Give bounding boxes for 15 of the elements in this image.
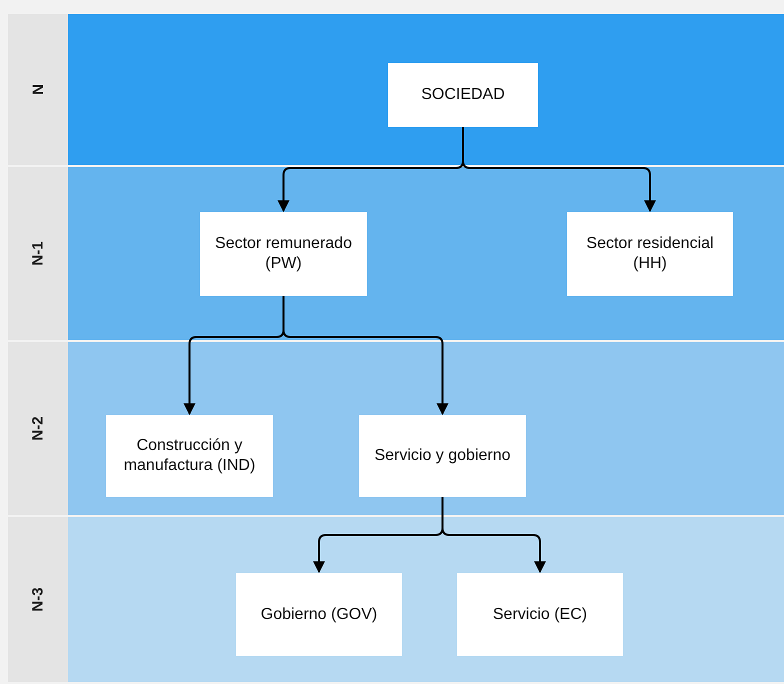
level-band	[8, 167, 784, 340]
process-box: Sector residencial (HH)	[567, 212, 733, 296]
level-band	[8, 14, 784, 165]
process-box: Servicio y gobierno	[359, 415, 526, 497]
level-label: N	[30, 84, 46, 95]
process-box: Construcción y manufactura (IND)	[106, 415, 273, 497]
process-box: Sector remunerado (PW)	[200, 212, 367, 296]
level-label: N-2	[30, 416, 46, 441]
level-label: N-1	[30, 241, 46, 266]
level-label: N-3	[30, 587, 46, 612]
level-band	[8, 517, 784, 682]
level-band	[8, 342, 784, 515]
process-box: Gobierno (GOV)	[236, 573, 402, 656]
process-box: SOCIEDAD	[388, 63, 538, 127]
process-box: Servicio (EC)	[457, 573, 623, 656]
